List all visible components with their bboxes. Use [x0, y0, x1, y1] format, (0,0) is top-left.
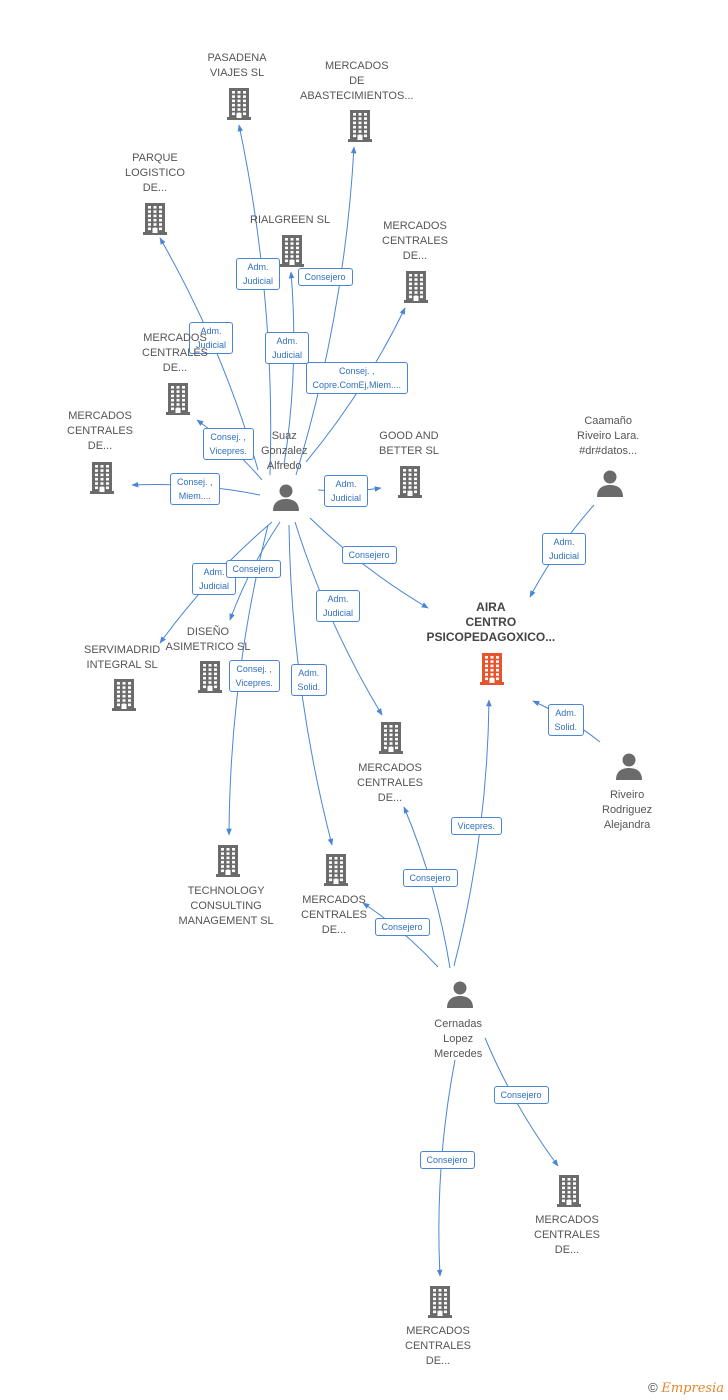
edge-label[interactable]: Adm. Judicial	[236, 258, 281, 290]
person-name[interactable]: Riveiro Rodriguez Alejandra	[602, 789, 653, 831]
company-name[interactable]: MERCADOS CENTRALES DE...	[382, 220, 449, 262]
building-icon[interactable]	[403, 269, 429, 308]
edge-suaz-aira	[309, 517, 429, 609]
brand-logo: Empresia	[661, 1381, 724, 1396]
edge-label[interactable]: Adm. Solid.	[547, 704, 585, 736]
footer: © Empresia	[648, 1380, 724, 1396]
edge-cernadas-mercados_cent_6	[484, 1037, 559, 1167]
edge-label[interactable]: Consejero	[419, 1151, 475, 1169]
company-name[interactable]: SERVIMADRID INTEGRAL SL	[84, 644, 161, 671]
edge-label[interactable]: Consejero	[402, 869, 458, 887]
edge-label[interactable]: Adm. Judicial	[542, 533, 587, 565]
building-icon[interactable]	[279, 233, 305, 272]
company-name[interactable]: PARQUE LOGISTICO DE...	[125, 152, 185, 194]
edge-cernadas-mercados_cent_4	[403, 806, 451, 969]
edge-suaz-pasadena	[237, 124, 272, 476]
company-name[interactable]: MERCADOS CENTRALES DE...	[301, 894, 368, 936]
copyright-symbol: ©	[648, 1380, 658, 1395]
edge-label[interactable]: Consejero	[341, 546, 397, 564]
company-name[interactable]: TECHNOLOGY CONSULTING MANAGEMENT SL	[178, 885, 274, 927]
building-icon[interactable]	[397, 464, 423, 503]
edge-label[interactable]: Consej. , Miem....	[170, 473, 220, 505]
edge-label[interactable]: Adm. Judicial	[324, 475, 369, 507]
building-icon[interactable]	[142, 201, 168, 240]
building-icon[interactable]	[165, 381, 191, 420]
person-name[interactable]: Suaz Gonzalez Alfredo	[261, 430, 308, 472]
person-name[interactable]: Caamaño Riveiro Lara. #dr#datos...	[577, 415, 640, 457]
building-icon[interactable]	[89, 460, 115, 499]
edge-label[interactable]: Adm. Judicial	[192, 563, 237, 595]
building-icon[interactable]	[347, 108, 373, 147]
person-icon[interactable]	[271, 482, 301, 517]
person-name[interactable]: Cernadas Lopez Mercedes	[434, 1018, 483, 1060]
edge-label[interactable]: Consejero	[297, 268, 353, 286]
company-name[interactable]: PASADENA VIAJES SL	[207, 52, 267, 79]
company-name[interactable]: MERCADOS CENTRALES DE...	[357, 762, 424, 804]
edge-label[interactable]: Consejero	[493, 1086, 549, 1104]
company-name[interactable]: MERCADOS CENTRALES DE...	[405, 1325, 472, 1367]
company-name[interactable]: GOOD AND BETTER SL	[379, 430, 439, 457]
edge-label[interactable]: Consejero	[225, 560, 281, 578]
edge-label[interactable]: Consejero	[374, 918, 430, 936]
building-icon[interactable]	[427, 1284, 453, 1323]
building-icon[interactable]	[323, 852, 349, 891]
company-name[interactable]: MERCADOS CENTRALES DE...	[142, 332, 209, 374]
building-icon[interactable]	[226, 86, 252, 125]
edge-suaz-mercados_abast	[295, 146, 357, 476]
edge-label[interactable]: Vicepres.	[450, 817, 502, 835]
company-name[interactable]: MERCADOS CENTRALES DE...	[67, 410, 134, 452]
company-name[interactable]: DISEÑO ASIMETRICO SL	[165, 626, 251, 653]
building-icon[interactable]	[215, 843, 241, 882]
edge-label[interactable]: Consej. , Vicepres.	[228, 660, 280, 692]
building-icon[interactable]	[378, 720, 404, 759]
building-icon[interactable]	[197, 659, 223, 698]
edge-label[interactable]: Adm. Judicial	[265, 332, 310, 364]
edge-label[interactable]: Consej. , Vicepres.	[202, 428, 254, 460]
building-icon[interactable]	[556, 1173, 582, 1212]
person-icon[interactable]	[614, 751, 644, 786]
edge-suaz-rialgreen	[283, 271, 295, 466]
edge-label[interactable]: Adm. Solid.	[290, 664, 328, 696]
focus-company-icon[interactable]	[479, 651, 505, 690]
company-name[interactable]: MERCADOS DE ABASTECIMIENTOS...	[300, 60, 414, 102]
edge-label[interactable]: Adm. Judicial	[189, 322, 234, 354]
edge-label[interactable]: Adm. Judicial	[316, 590, 361, 622]
building-icon[interactable]	[111, 677, 137, 716]
company-name[interactable]: RIALGREEN SL	[250, 214, 331, 226]
company-name[interactable]: AIRA CENTRO PSICOPEDAGOXICO...	[426, 600, 556, 644]
person-icon[interactable]	[595, 468, 625, 503]
company-name[interactable]: MERCADOS CENTRALES DE...	[534, 1214, 601, 1256]
edge-label[interactable]: Consej. , Copre.ComEj,Miem....	[305, 362, 409, 394]
person-icon[interactable]	[445, 979, 475, 1014]
